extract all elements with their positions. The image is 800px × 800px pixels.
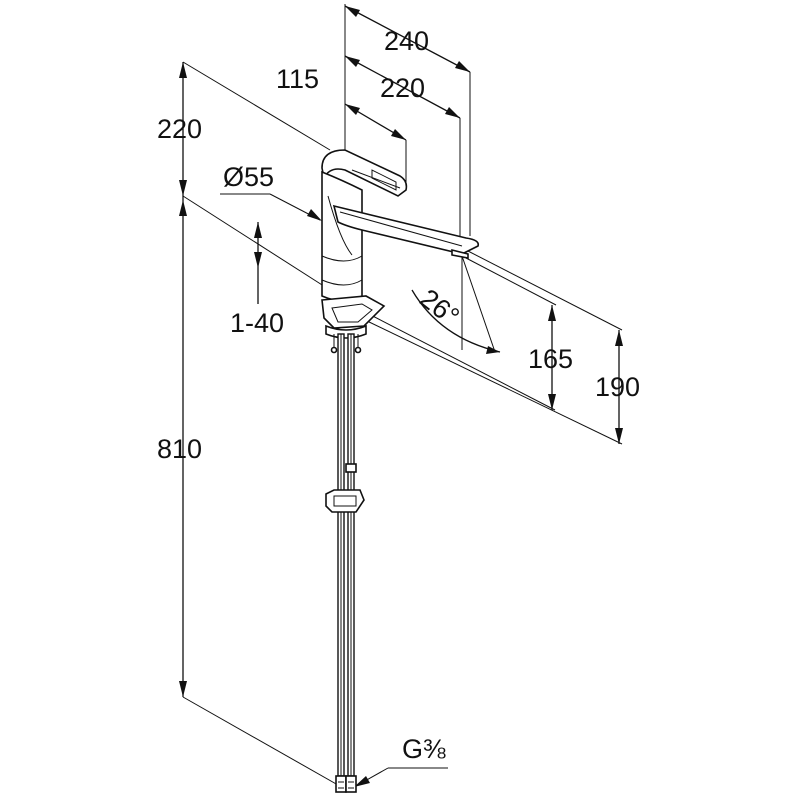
label-hose-length: 810 — [157, 434, 202, 464]
label-counter-thickness: 1-40 — [230, 308, 284, 338]
label-overall-width: 240 — [384, 26, 429, 56]
extension-lines — [183, 4, 622, 789]
faucet — [322, 150, 478, 792]
label-spout-height-total: 220 — [157, 114, 202, 144]
label-lever-length: 115 — [276, 64, 319, 94]
label-body-diameter: Ø55 — [223, 162, 274, 192]
dimension-lines — [179, 6, 623, 787]
label-hose-thread: G⅜ — [402, 734, 446, 764]
label-spout-height: 190 — [595, 372, 640, 402]
label-spout-reach: 220 — [380, 73, 425, 103]
label-outlet-height: 165 — [528, 344, 573, 374]
label-outlet-angle: 26° — [414, 283, 465, 332]
